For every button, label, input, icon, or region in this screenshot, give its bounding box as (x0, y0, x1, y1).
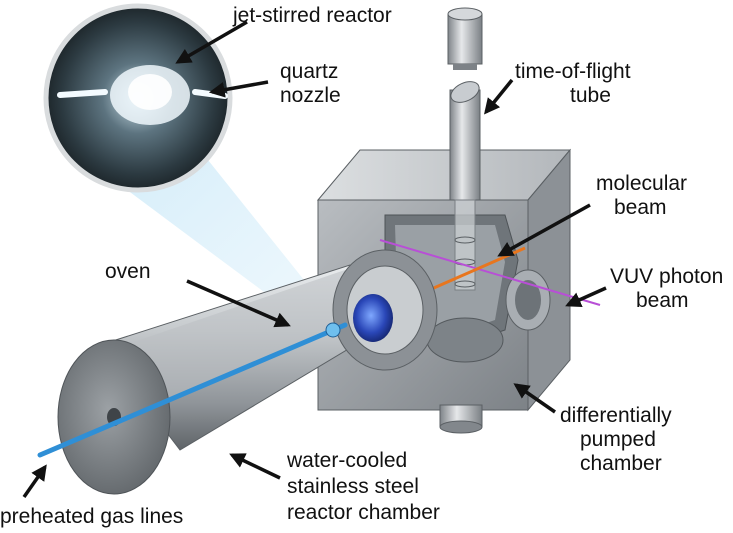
label-chamber: chamber (580, 452, 662, 475)
label-vuv-beam: beam (636, 289, 689, 312)
label-stainless-steel: stainless steel (287, 475, 419, 498)
label-jet-stirred-reactor: jet-stirred reactor (232, 4, 392, 27)
gas-line (37, 322, 348, 458)
label-water-cooled: water-cooled (286, 449, 407, 472)
label-quartz: quartz (280, 60, 338, 83)
reactor-sphere (325, 322, 341, 338)
label-pumped: pumped (580, 428, 656, 451)
label-vuv-photon: VUV photon (610, 265, 723, 288)
leader-arrows (22, 20, 607, 499)
label-molecular: molecular (596, 172, 687, 195)
time-of-flight-tube (447, 7, 483, 291)
label-differentially: differentially (560, 404, 672, 427)
label-tube: tube (570, 84, 611, 107)
label-preheated-gas-lines: preheated gas lines (0, 505, 183, 528)
label-time-of-flight: time-of-flight (515, 60, 631, 83)
vuv-photon-beam-line (379, 239, 601, 306)
label-molecular-beam: beam (614, 196, 667, 219)
label-reactor-chamber: reactor chamber (287, 501, 440, 524)
vacuum-window (353, 294, 393, 342)
label-oven: oven (105, 260, 151, 283)
jet-stirred-reactor-inset (43, 3, 233, 193)
label-nozzle: nozzle (280, 84, 341, 107)
